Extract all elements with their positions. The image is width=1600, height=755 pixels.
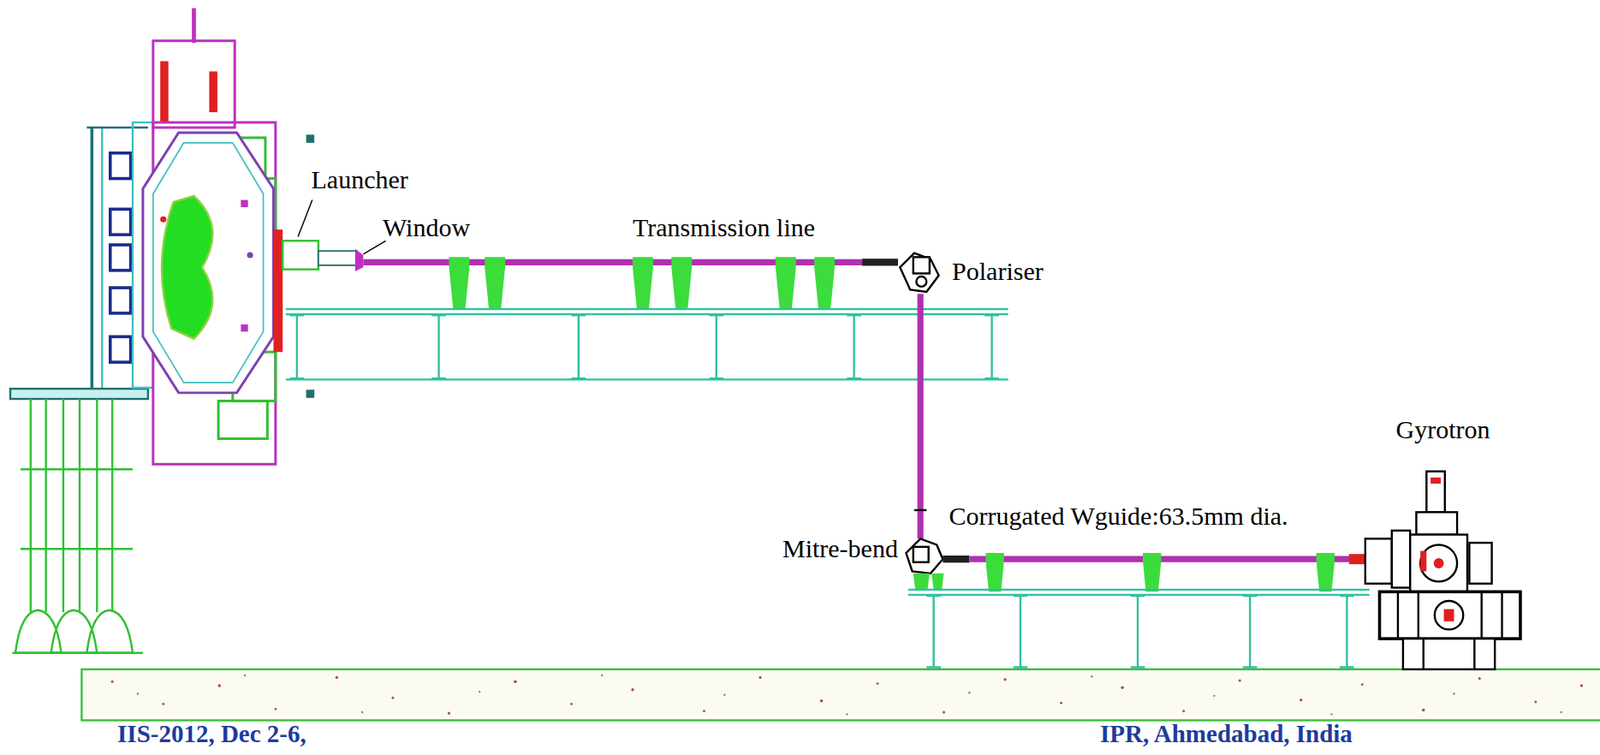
gyrotron <box>1365 471 1521 670</box>
gyrotron-detail <box>1420 477 1454 622</box>
transmission-line <box>862 258 899 266</box>
mitre-bend <box>905 538 943 574</box>
part-label: Polariser <box>951 256 1044 286</box>
launcher <box>282 240 363 272</box>
transmission-line <box>917 293 924 539</box>
floor-slab <box>81 669 1600 721</box>
part-label: Mitre-bend <box>782 534 899 563</box>
footer-note: IIS-2012, Dec 2-6, <box>117 720 307 749</box>
part-label: Corrugated Wguide:63.5mm dia. <box>949 501 1289 530</box>
part-label: Gyrotron <box>1396 415 1491 444</box>
flange <box>914 509 927 512</box>
polariser <box>899 253 939 292</box>
transmission-line <box>942 555 970 563</box>
flange <box>1349 553 1366 565</box>
tokamak <box>86 8 315 465</box>
corrugated-waveguide <box>969 556 1365 563</box>
line-support <box>448 256 835 309</box>
part-label: Launcher <box>311 165 409 194</box>
leader-line <box>362 240 386 254</box>
part-label: Window <box>382 213 470 242</box>
footer-note: IPR, Ahmedabad, India <box>1100 720 1353 749</box>
lower-table <box>908 589 1370 668</box>
part-label: Transmission line <box>632 213 815 242</box>
line-support <box>913 553 1335 592</box>
support-tower <box>10 388 149 654</box>
leader-line <box>297 200 313 238</box>
upper-table <box>285 309 1009 380</box>
